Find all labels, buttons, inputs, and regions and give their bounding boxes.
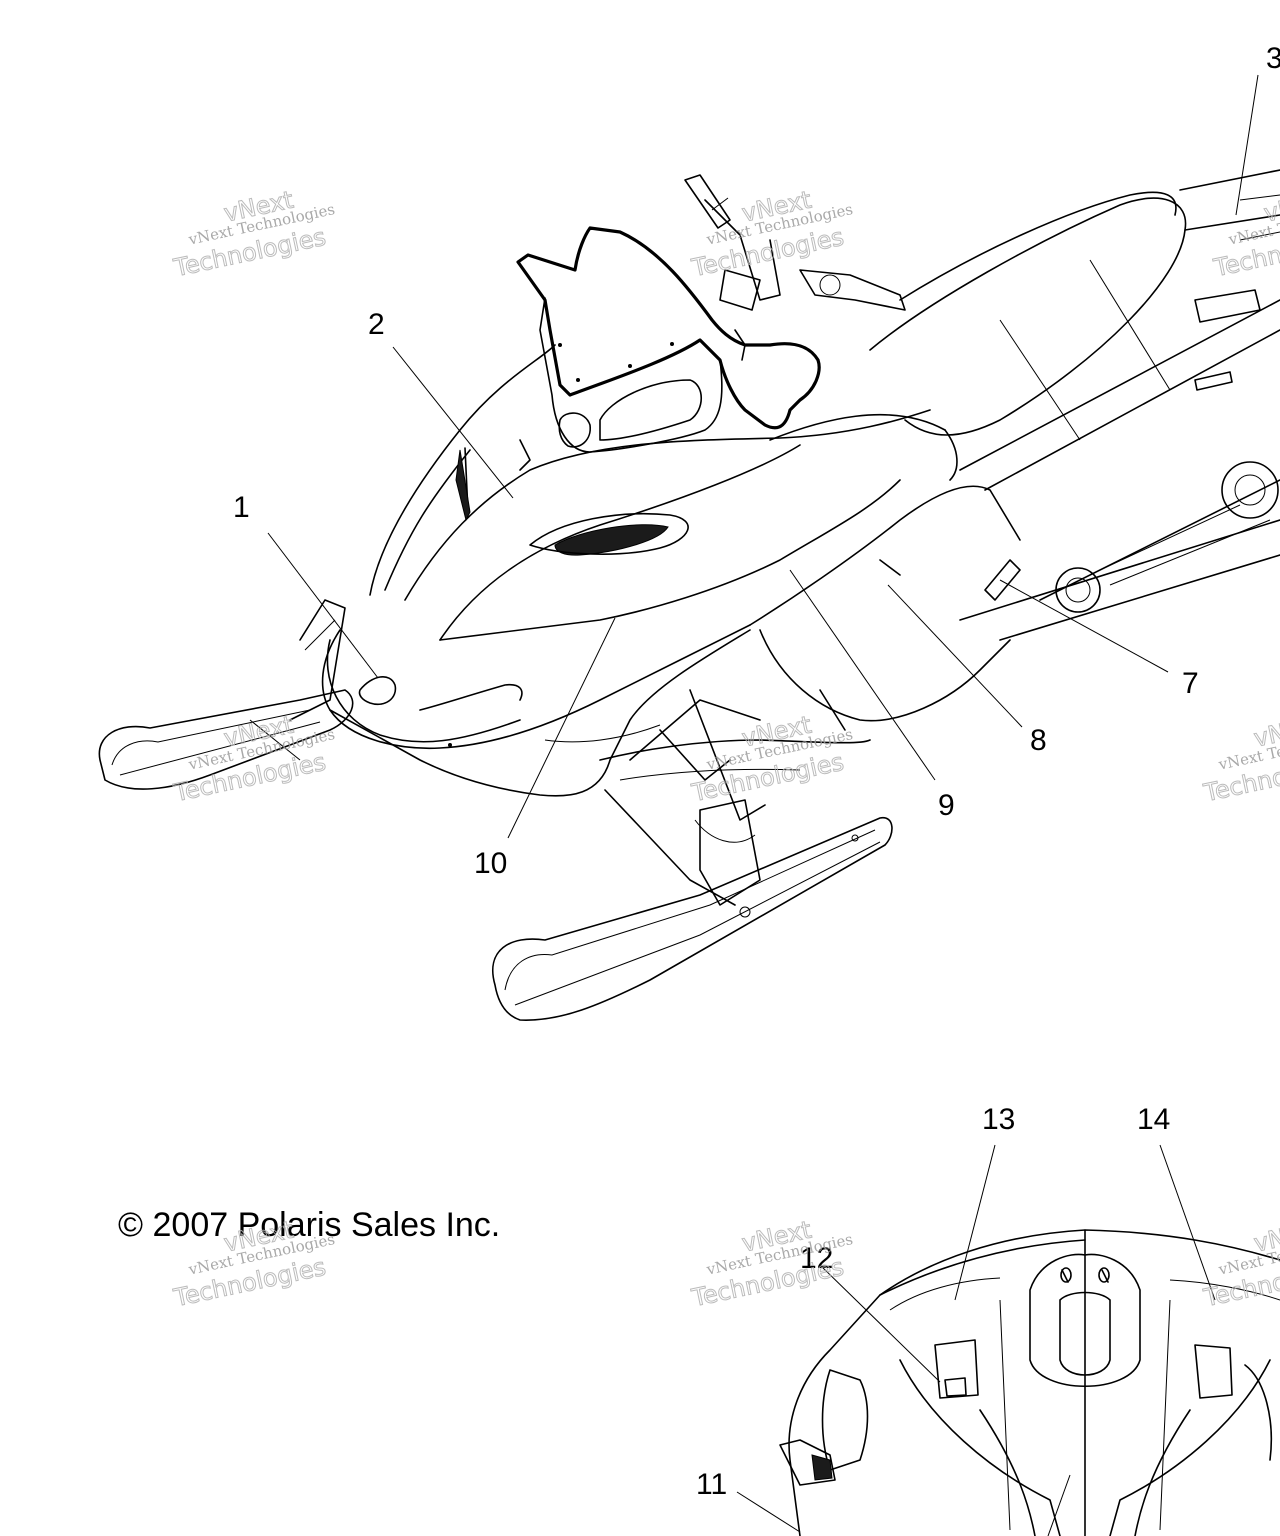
snowmobile-top-view — [779, 1229, 1280, 1536]
rear-track — [959, 461, 1280, 641]
callout-11: 11 — [696, 1468, 727, 1501]
leader-lines — [267, 74, 1259, 1536]
seat — [869, 169, 1280, 491]
nose-and-side-panel — [321, 485, 1021, 797]
right-ski — [492, 817, 893, 1021]
callout-12: 12 — [800, 1242, 833, 1275]
watermarks: vNext vNext Technologies Technologies vN… — [170, 185, 1280, 1313]
front-suspension — [289, 599, 766, 906]
watermark: vNext vNext Technologies Technologies — [688, 1215, 854, 1313]
callout-2: 2 — [368, 308, 385, 341]
watermark: vNext vNext Technologies Technologies — [688, 185, 854, 283]
belly-pan — [599, 739, 871, 781]
callout-labels: 1 2 3 7 8 9 10 11 12 13 14 — [233, 42, 1280, 1501]
callout-9: 9 — [938, 789, 955, 822]
watermark: vNext vNext Technologies Technologies — [170, 710, 336, 808]
callout-7: 7 — [1182, 667, 1199, 700]
hood — [369, 344, 958, 641]
left-ski — [98, 689, 354, 790]
handlebars — [684, 174, 906, 361]
snowmobile-side-view — [98, 169, 1280, 1021]
callout-13: 13 — [982, 1103, 1015, 1136]
watermark: vNext vNext Technologies Technologies — [688, 710, 854, 808]
callout-3: 3 — [1266, 42, 1280, 75]
copyright-notice: © 2007 Polaris Sales Inc. — [118, 1206, 500, 1244]
watermark: vNext vNext Technologies Technologies — [1210, 185, 1280, 283]
callout-10: 10 — [474, 847, 507, 880]
callout-8: 8 — [1030, 724, 1047, 757]
watermark: vNext vNext Technologies Technologies — [1200, 710, 1280, 808]
windshield — [516, 226, 821, 453]
callout-14: 14 — [1137, 1103, 1170, 1136]
watermark: vNext vNext Technologies Technologies — [1200, 1215, 1280, 1313]
callout-1: 1 — [233, 491, 250, 524]
watermark: vNext vNext Technologies Technologies — [170, 185, 336, 283]
